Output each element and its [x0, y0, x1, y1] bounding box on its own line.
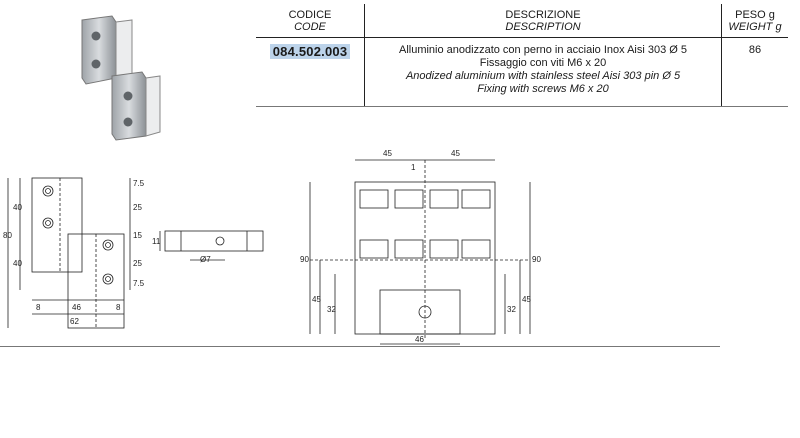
product-spec-table: CODICE CODE DESCRIZIONE DESCRIPTION PESO… [256, 4, 788, 107]
weight-value: 86 [748, 44, 762, 56]
dim-profile-45b: 45 [451, 149, 460, 158]
front-view-drawing [7, 177, 131, 329]
dim-front-8a: 8 [36, 303, 41, 312]
dim-front-25a: 25 [133, 203, 142, 212]
dim-front-15: 15 [133, 231, 142, 240]
dim-profile-45d: 45 [522, 295, 531, 304]
header-code-en: CODE [294, 21, 326, 33]
table-row: 084.502.003 Alluminio anodizzato con per… [256, 37, 788, 107]
header-description-en: DESCRIPTION [505, 21, 581, 33]
description-en-line2: Fixing with screws M6 x 20 [477, 83, 609, 95]
cell-weight: 86 [721, 37, 788, 107]
dim-profile-45a: 45 [383, 149, 392, 158]
dim-profile-90b: 90 [532, 255, 541, 264]
dim-profile-46: 46 [415, 335, 424, 344]
dim-profile-32a: 32 [327, 305, 336, 314]
header-weight: PESO g WEIGHT g [721, 4, 788, 38]
product-code[interactable]: 084.502.003 [269, 44, 351, 59]
description-en-line1: Anodized aluminium with stainless steel … [405, 70, 681, 82]
description-it-line1: Alluminio anodizzato con perno in acciai… [398, 44, 687, 56]
description-it-line2: Fissaggio con viti M6 x 20 [479, 57, 607, 69]
dim-front-25b: 25 [133, 259, 142, 268]
dim-profile-32b: 32 [507, 305, 516, 314]
dim-profile-90a: 90 [300, 255, 309, 264]
dim-front-7-5b: 7.5 [133, 279, 145, 288]
bottom-divider [0, 346, 720, 347]
dim-profile-1: 1 [411, 163, 416, 172]
dim-front-46: 46 [72, 303, 81, 312]
dim-top-11: 11 [152, 237, 161, 246]
dim-top-pin-diameter: Ø7 [200, 255, 211, 264]
hinge-product-photo [81, 15, 161, 141]
dim-front-40b: 40 [13, 259, 22, 268]
dim-front-62: 62 [70, 317, 79, 326]
dim-front-40a: 40 [13, 203, 22, 212]
dim-front-8b: 8 [116, 303, 121, 312]
dim-profile-45c: 45 [312, 295, 321, 304]
header-code: CODICE CODE [256, 4, 365, 38]
header-description: DESCRIZIONE DESCRIPTION [364, 4, 722, 38]
dim-front-80: 80 [3, 231, 12, 240]
technical-drawings: 80 40 40 7.5 25 15 25 7.5 8 46 8 62 11 Ø… [3, 149, 541, 345]
cell-description: Alluminio anodizzato con perno in acciai… [364, 37, 722, 107]
header-description-it: DESCRIZIONE [505, 9, 581, 21]
top-view-drawing [159, 230, 264, 261]
header-code-it: CODICE [288, 9, 332, 21]
cell-code: 084.502.003 [256, 37, 365, 107]
profile-view-drawing [309, 159, 531, 345]
dim-front-7-5a: 7.5 [133, 179, 145, 188]
table-header-row: CODICE CODE DESCRIZIONE DESCRIPTION PESO… [256, 4, 788, 38]
header-weight-it: PESO g [735, 9, 775, 21]
header-weight-en: WEIGHT g [728, 21, 782, 33]
